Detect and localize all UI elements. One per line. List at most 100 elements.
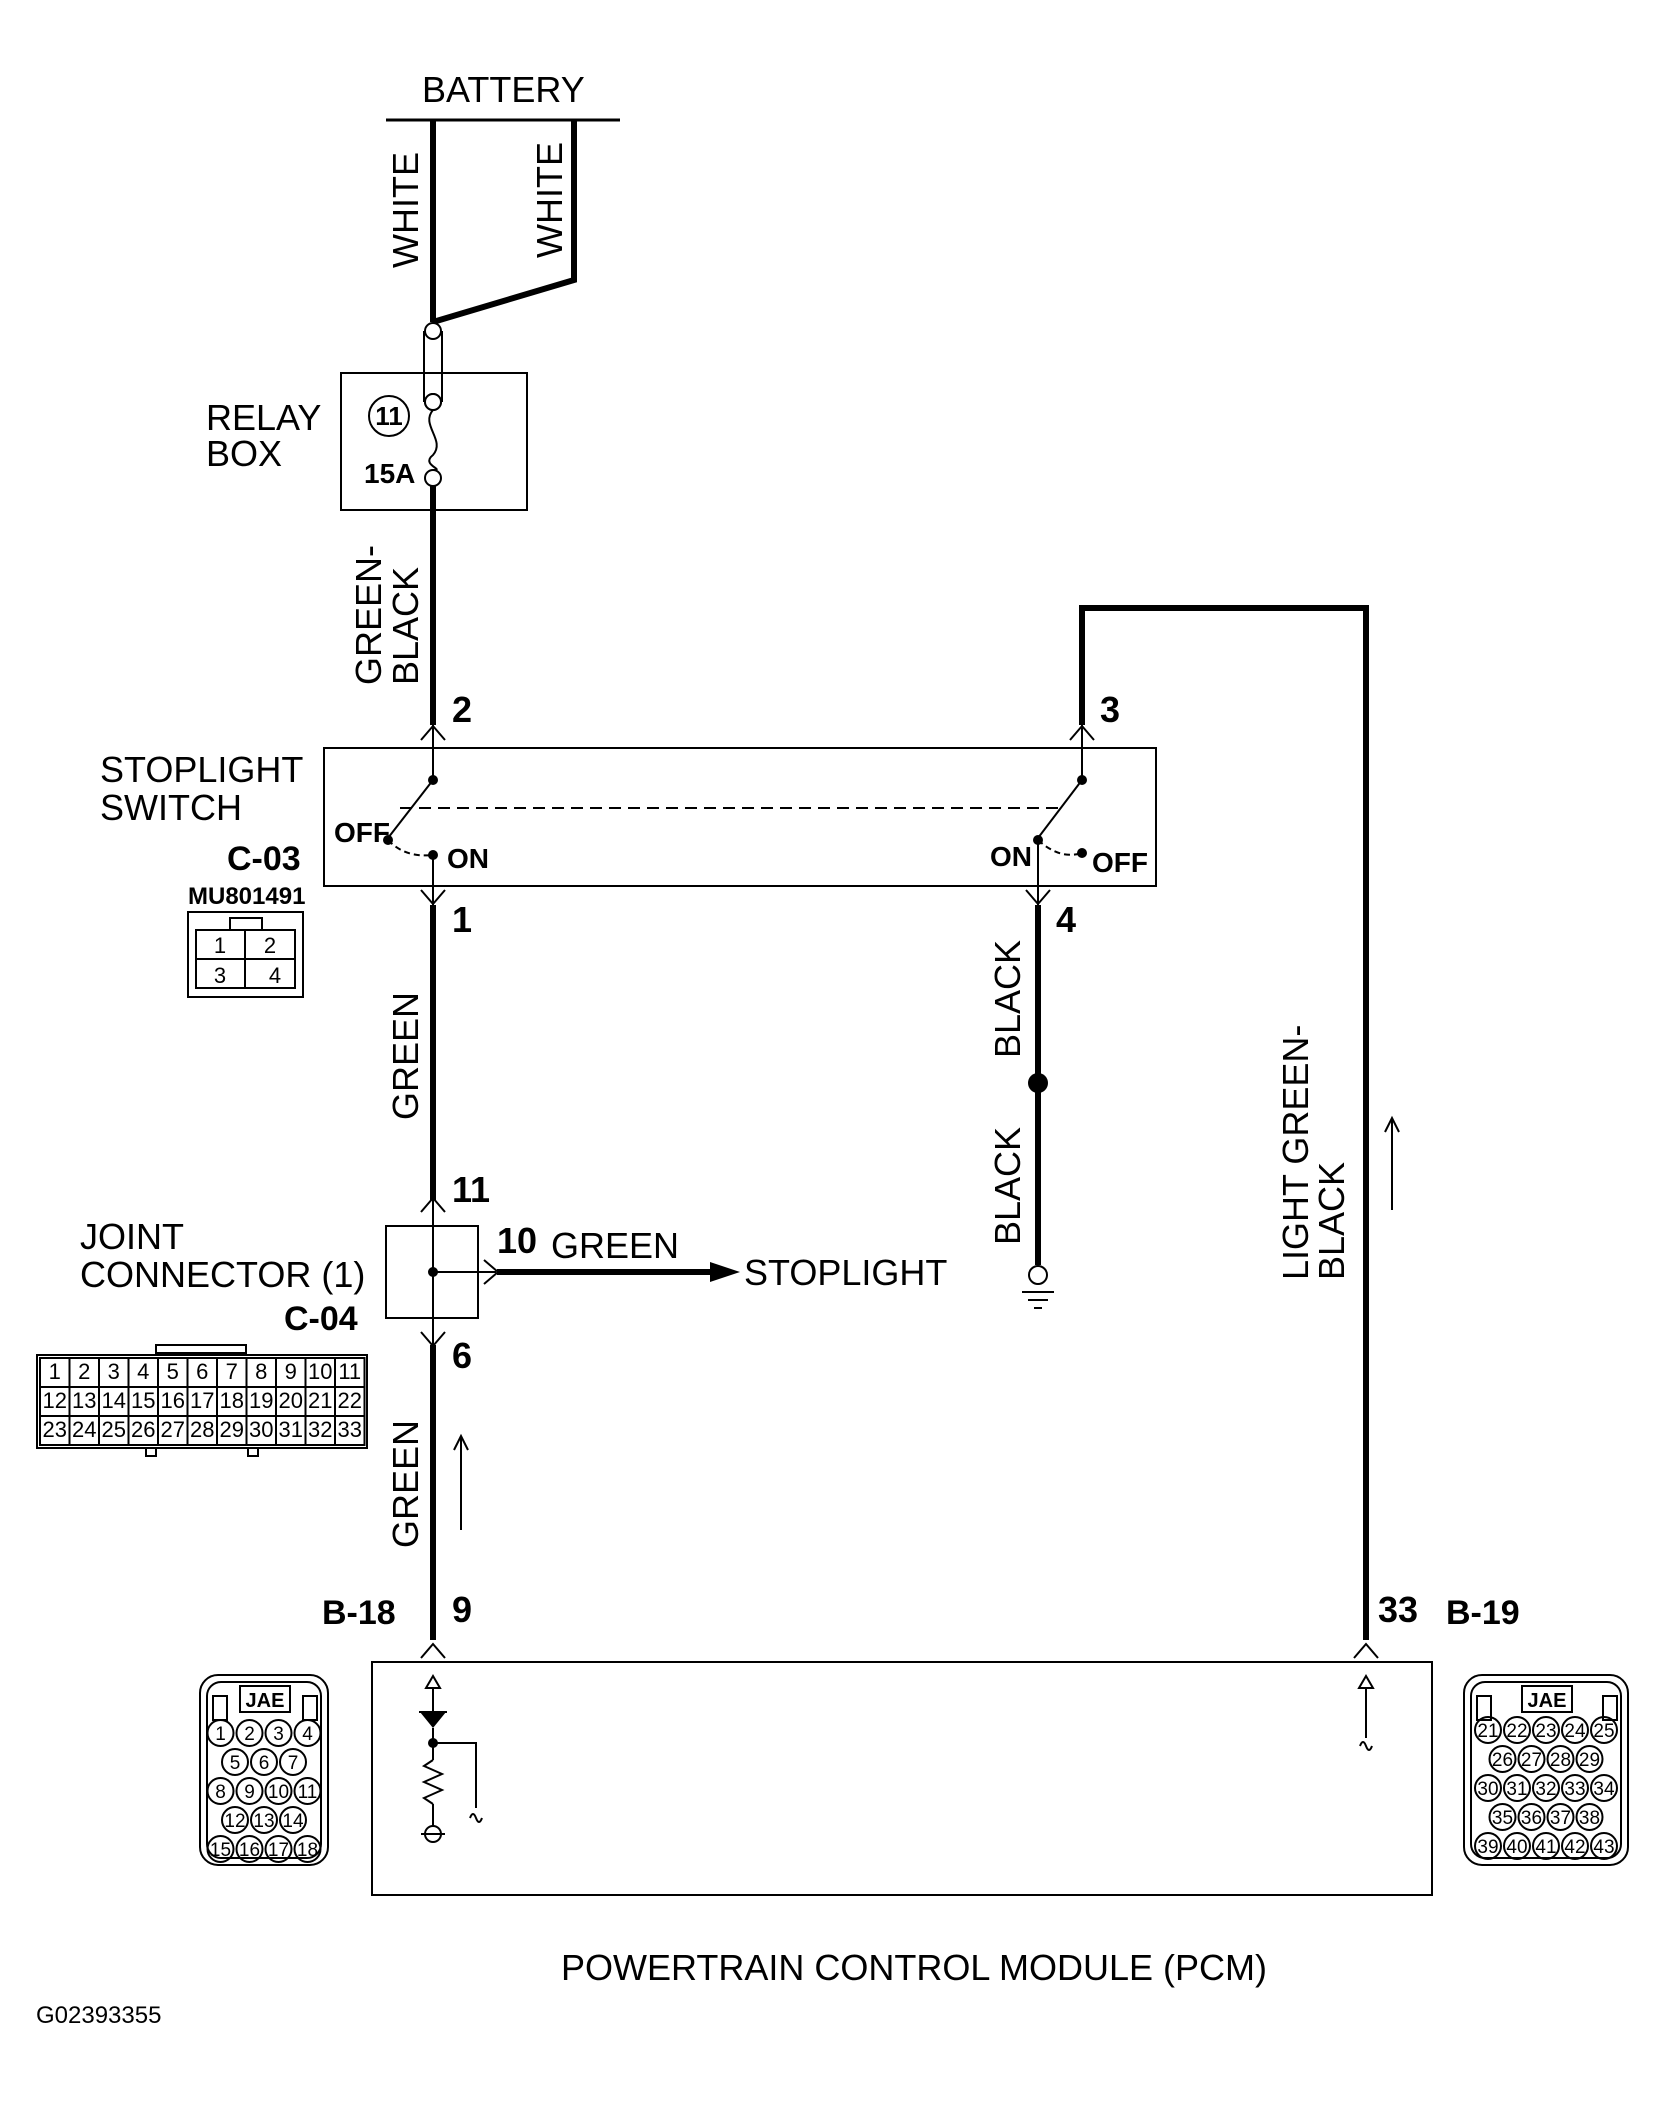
pcm-right-face-header: JAE [1528,1690,1567,1712]
pcm-right-face-cell [1532,1832,1560,1860]
pcm-right-face-pin: 22 [1506,1721,1527,1742]
pcm-left-face-cell [264,1777,293,1805]
pcm-label: POWERTRAIN CONTROL MODULE (PCM) [561,1947,1267,1988]
stoplight-arrowhead [710,1262,740,1282]
pcm-left-face-pin: 2 [244,1724,255,1745]
fuse-terminal-top [424,393,442,411]
pcm-left-face-cell [279,1748,307,1776]
pcm-right-face-pin: 33 [1564,1779,1585,1800]
pcm-box [371,1661,1433,1896]
pcm-left-face-pin: 7 [288,1753,299,1774]
fuse-rating: 15A [364,458,415,489]
relay-box-label-1: RELAY [206,397,321,438]
pcm-left-face-cell [235,1835,264,1863]
wire-white-right-label: WHITE [529,142,570,258]
pcm-right-face-pin: 40 [1506,1837,1527,1858]
joint-face-pin: 4 [137,1359,149,1384]
pcm-right-face-cell [1546,1803,1575,1831]
pcm-left-face-pin: 11 [298,1782,318,1803]
joint-face-pin: 9 [285,1359,297,1384]
pin-1: 1 [452,899,472,940]
ground-symbol [1022,1265,1054,1309]
joint-face-pin: 11 [338,1359,361,1384]
pcm-left-face-cell [264,1719,293,1747]
pcm-left-face-cell [221,1806,249,1834]
joint-face-pin: 8 [255,1359,267,1384]
pcm-right-face-pin: 31 [1506,1779,1527,1800]
wire-black-lower-label: BLACK [987,1127,1028,1245]
joint-face-pin: 6 [196,1359,208,1384]
wire-green-joint-pcm-label: GREEN [385,1420,426,1548]
pcm-right-face-pin: 24 [1564,1721,1586,1742]
stoplight-switch-label-1: STOPLIGHT [100,749,303,790]
signal-direction-arrow-left [453,1433,469,1530]
pcm-right-face-cell [1503,1774,1531,1802]
switch-right-off-arc [1037,839,1083,856]
wire-light-green-black-label-2: BLACK [1311,1162,1352,1280]
battery-label: BATTERY [422,69,585,110]
pcm-right-face-pin: 42 [1564,1837,1585,1858]
pcm-right-face-pin: 21 [1477,1721,1498,1742]
pcm-pin-9-terminal [420,1642,446,1659]
switch-left-on: ON [447,843,489,874]
pcm-left-face-pin: 15 [210,1840,231,1861]
pcm-right-face-pin: 41 [1535,1837,1556,1858]
wire-green-black-label-1: GREEN- [348,545,389,685]
fuse-terminal-bottom [424,469,442,487]
pcm-right-face-pin: 35 [1492,1808,1513,1829]
link-terminal-top [424,322,442,340]
stoplight-switch-connector-id: C-03 [227,840,301,878]
pcm-input-circuit-right [1357,1674,1375,1751]
sw-face-pin-4: 4 [269,963,281,988]
pcm-left-face-cell [206,1835,235,1863]
joint-face-cell [334,1415,366,1446]
fuse-number-circle [368,395,410,437]
pcm-right-face-cell [1488,1745,1517,1773]
pcm-right-face-cell [1561,1832,1589,1860]
pcm-right-connector-id: B-19 [1446,1594,1520,1632]
joint-face-pin: 12 [43,1388,67,1413]
joint-face-pin: 25 [102,1417,126,1442]
joint-right-wire-label: GREEN [551,1225,679,1266]
pcm-right-face-pin: 43 [1593,1837,1614,1858]
switch-right-on: ON [990,841,1032,872]
stoplight-switch-label-2: SWITCH [100,787,242,828]
pcm-left-face-pin: 8 [215,1782,226,1803]
joint-face-pin: 17 [190,1388,214,1413]
pcm-pin-9: 9 [452,1589,472,1630]
pcm-right-face-cell [1517,1803,1546,1831]
wire-green-switch-joint-label: GREEN [385,992,426,1120]
pcm-right-face-pin: 27 [1521,1750,1542,1771]
pcm-left-face-cell [264,1835,293,1863]
pcm-left-face-pin: 17 [268,1840,289,1861]
joint-face-pin: 13 [72,1388,96,1413]
joint-face-pin: 28 [190,1417,214,1442]
pcm-right-face-cell [1546,1745,1575,1773]
pcm-input-circuit-left [419,1674,483,1843]
joint-pin-6: 6 [452,1335,472,1376]
stoplight-switch-box [323,747,1157,887]
black-wire-splice [1028,1073,1048,1093]
stoplight-switch-connector-face: 1 2 3 4 [187,911,304,998]
figure-id: G02393355 [36,2002,161,2029]
joint-face-pin: 19 [249,1388,273,1413]
pin-3: 3 [1100,689,1120,730]
pcm-left-face-cell [206,1777,235,1805]
pcm-right-face-cell [1474,1774,1502,1802]
pcm-left-face-pin: 9 [244,1782,255,1803]
joint-face-pin: 21 [308,1388,332,1413]
pcm-right-face-cell [1532,1774,1560,1802]
joint-face-pin: 20 [279,1388,303,1413]
pcm-left-face-pin: 16 [239,1840,260,1861]
joint-connector-label-2: CONNECTOR (1) [80,1254,365,1295]
pcm-right-face-cell [1590,1716,1618,1744]
pcm-left-face-pin: 4 [302,1724,313,1745]
switch-right-blade [1037,779,1083,839]
pin-4: 4 [1056,899,1076,940]
relay-box-label-2: BOX [206,433,282,474]
pcm-right-face-pin: 39 [1477,1837,1498,1858]
joint-face-pin: 22 [338,1388,362,1413]
